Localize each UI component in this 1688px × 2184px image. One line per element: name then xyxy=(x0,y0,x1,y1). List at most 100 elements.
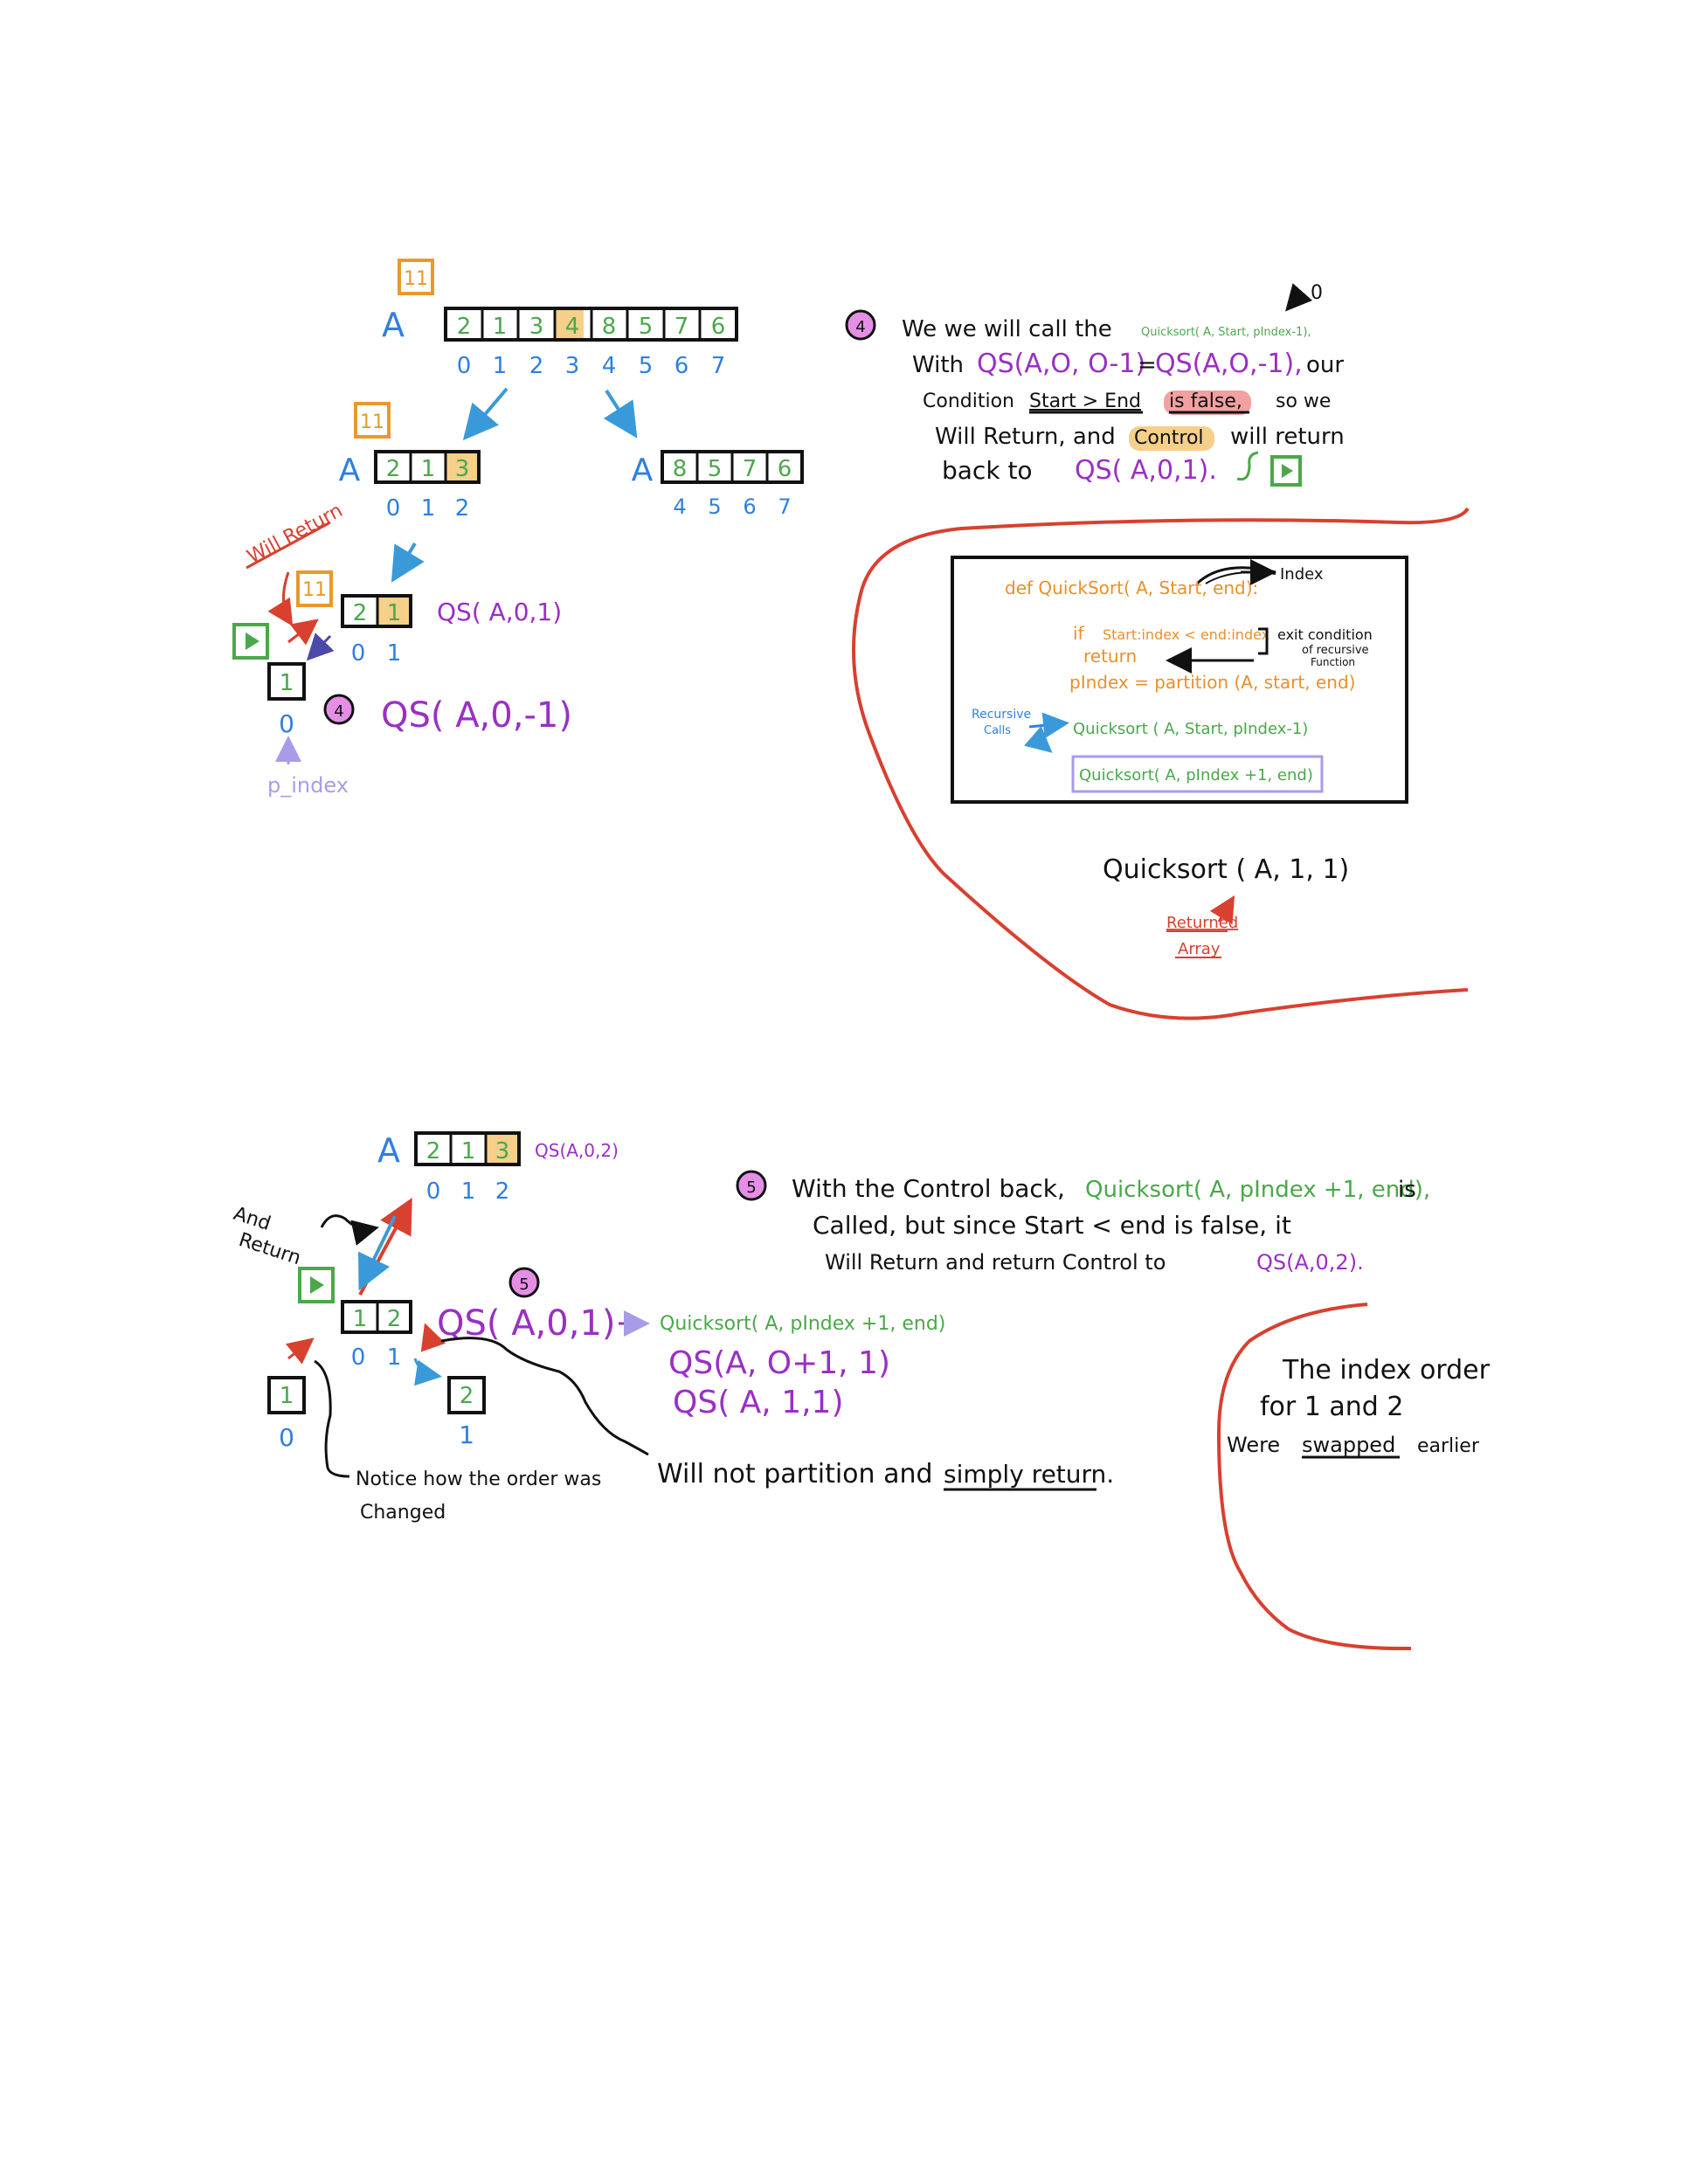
svg-text:4: 4 xyxy=(602,353,617,379)
array-cell: 2 xyxy=(353,600,368,626)
note-equals: = xyxy=(1138,352,1157,378)
code-box: Index def QuickSort( A, Start, end): if … xyxy=(951,556,1408,804)
svg-text:11: 11 xyxy=(404,268,428,290)
bottom-array-call: QS(A,0,2) xyxy=(535,1140,619,1161)
array-cell: 2 xyxy=(426,1138,441,1165)
will-return-underline xyxy=(246,521,331,570)
order-earlier: earlier xyxy=(1417,1435,1480,1457)
array-cell: 3 xyxy=(529,314,544,340)
svg-text:7: 7 xyxy=(711,353,726,379)
step5-line-2: Called, but since Start < end is false, … xyxy=(813,1211,1291,1240)
single-element-index: 0 xyxy=(279,709,294,738)
svg-text:2: 2 xyxy=(495,1178,510,1205)
red-boundary-bottom xyxy=(1216,1303,1412,1651)
step-5-badge: 5 xyxy=(508,1267,540,1298)
array-cell: 3 xyxy=(455,456,470,482)
notice-connector xyxy=(314,1359,350,1478)
svg-text:1: 1 xyxy=(461,1178,476,1205)
step5-target-call: QS(A,0,2). xyxy=(1256,1250,1364,1275)
expand-call-2: QS( A, 1,1) xyxy=(673,1385,844,1420)
svg-text:1: 1 xyxy=(387,1344,402,1371)
notice-line-1: Notice how the order was xyxy=(356,1469,601,1490)
main-array: 2 1 3 4 8 5 7 6 xyxy=(444,307,738,342)
step-4-note-badge xyxy=(845,309,876,341)
note-so-we: so we xyxy=(1276,390,1331,412)
single-right-box: 2 xyxy=(447,1376,486,1414)
note-line-1: We we will call the xyxy=(902,316,1112,342)
array-cell: 1 xyxy=(493,314,508,340)
step5-call: Quicksort( A, pIndex +1, end), xyxy=(1085,1177,1430,1203)
svg-text:11: 11 xyxy=(302,579,327,601)
note-our: our xyxy=(1306,352,1344,378)
pair-red-up-arrow xyxy=(420,1323,446,1352)
array-cell: 8 xyxy=(602,314,617,340)
array-cell: 1 xyxy=(461,1138,476,1165)
call-2-frame xyxy=(1071,755,1324,793)
left-array-indices: 0 1 2 xyxy=(386,495,470,522)
svg-text:1: 1 xyxy=(421,495,436,522)
svg-text:1: 1 xyxy=(280,1383,294,1409)
call-navy-arrow xyxy=(306,632,335,661)
left-pivot-box: 11 xyxy=(354,402,391,439)
pair-return-arrow xyxy=(285,1337,315,1365)
step-4-call: QS( A,0,-1) xyxy=(381,695,572,736)
array-cell: 1 xyxy=(353,1306,368,1332)
array-cell: 1 xyxy=(421,456,436,482)
single-right-index: 1 xyxy=(459,1420,474,1449)
single-left-index: 0 xyxy=(279,1423,294,1452)
arrow-call: Quicksort( A, pIndex +1, end) xyxy=(660,1313,945,1335)
expand-call-1: QS(A, O+1, 1) xyxy=(668,1345,890,1381)
code-condition: Start:index < end:index xyxy=(1103,626,1269,643)
will-not-text: Will not partition and xyxy=(657,1459,933,1489)
superscript-zero: 0 xyxy=(1311,282,1323,304)
array-cell: 7 xyxy=(743,456,758,482)
red-boundary-top xyxy=(852,507,1470,1020)
note-control: Control xyxy=(1134,427,1204,449)
array-cell: 4 xyxy=(565,314,580,340)
svg-text:0: 0 xyxy=(351,640,366,667)
exit-note-2: of recursive xyxy=(1302,644,1369,657)
recursive-label-1: Recursive xyxy=(972,708,1031,722)
step5-line-1: With the Control back, xyxy=(792,1174,1065,1203)
play-icon[interactable] xyxy=(232,623,269,660)
svg-text:4: 4 xyxy=(334,702,343,721)
and-return-arrow xyxy=(320,1214,379,1246)
play-icon[interactable] xyxy=(1270,455,1302,487)
return-label: Return xyxy=(236,1229,303,1269)
control-highlight xyxy=(1129,426,1214,451)
returned-arrow xyxy=(1209,895,1235,925)
recursive-label-2: Calls xyxy=(984,724,1011,737)
order-swapped: swapped xyxy=(1302,1433,1395,1457)
note-will-return: will return xyxy=(1230,424,1345,450)
note-condition: Start > End xyxy=(1029,390,1141,412)
svg-text:0: 0 xyxy=(426,1178,441,1205)
top-pivot-box: 11 xyxy=(398,259,434,295)
code-pindex-line: pIndex = partition (A, start, end) xyxy=(1069,672,1355,693)
play-icon[interactable] xyxy=(298,1267,335,1303)
step-4-badge: 4 xyxy=(323,694,355,725)
split-left-arrow xyxy=(462,387,508,441)
svg-text:4: 4 xyxy=(855,318,865,336)
split-right-arrow xyxy=(603,389,638,439)
svg-text:0: 0 xyxy=(386,495,401,522)
simply-return-text: simply return. xyxy=(944,1460,1114,1489)
svg-text:2: 2 xyxy=(455,495,470,522)
array-cell: 8 xyxy=(673,456,688,482)
code-return: return xyxy=(1083,646,1137,667)
code-if: if xyxy=(1073,623,1085,644)
left-array: 2 1 3 xyxy=(374,450,481,484)
note-call-qs: QS(A,O, O-1) xyxy=(977,349,1145,379)
svg-text:0: 0 xyxy=(351,1344,366,1371)
note-is-false: is false, xyxy=(1169,390,1242,412)
order-line-1: The index order xyxy=(1282,1355,1491,1386)
svg-text:1: 1 xyxy=(387,640,402,667)
right-array: 8 5 7 6 xyxy=(661,450,804,484)
bottom-array: 2 1 3 xyxy=(414,1131,521,1166)
main-array-indices: 0 1 2 3 4 5 6 7 xyxy=(457,353,726,379)
sub-array-indices: 0 1 xyxy=(351,640,402,667)
right-array-indices: 4 5 6 7 xyxy=(673,494,791,519)
will-return-arrow xyxy=(267,571,294,627)
index-label: Index xyxy=(1280,565,1324,584)
array-cell: 6 xyxy=(711,314,726,340)
